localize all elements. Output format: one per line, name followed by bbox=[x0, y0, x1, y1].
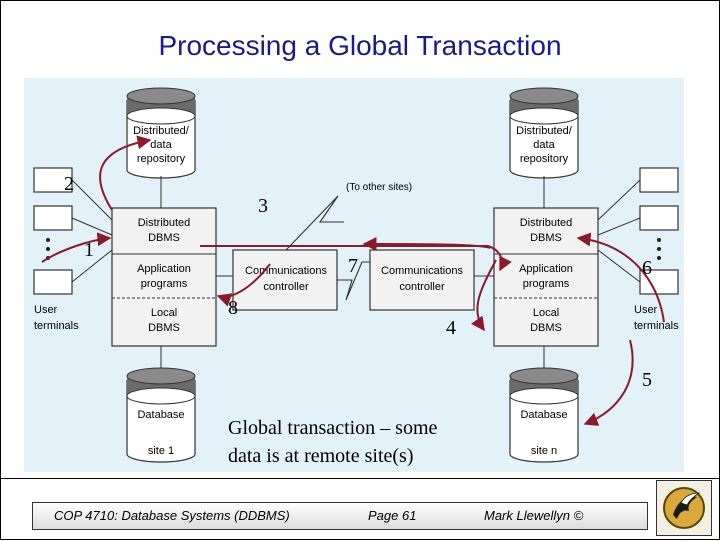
right-dbms-stack: Distributed DBMS Application programs Lo… bbox=[493, 207, 599, 347]
step-label-6: 6 bbox=[642, 257, 652, 279]
step-label-7: 7 bbox=[348, 255, 358, 277]
slide-title: Processing a Global Transaction bbox=[158, 30, 562, 61]
left-distributed-dbms-label-2: DBMS bbox=[148, 232, 180, 244]
right-local-dbms-label-2: DBMS bbox=[530, 322, 562, 334]
left-repo-label-2: data bbox=[150, 139, 172, 151]
ucf-pegasus-logo-icon bbox=[656, 480, 712, 536]
right-app-programs-label-1: Application bbox=[519, 263, 573, 275]
left-app-programs-label-1: Application bbox=[137, 263, 191, 275]
right-comm-label-2: controller bbox=[399, 281, 445, 293]
left-local-dbms-label-2: DBMS bbox=[148, 322, 180, 334]
step-2-arrow bbox=[99, 135, 152, 211]
transaction-step-arrows bbox=[41, 135, 665, 426]
right-repo-label-3: repository bbox=[520, 153, 569, 165]
caption-line-2: data is at remote site(s) bbox=[228, 445, 414, 467]
left-distributed-dbms-label-1: Distributed bbox=[138, 217, 191, 229]
left-repo-label-3: repository bbox=[137, 153, 186, 165]
right-user-terminals: User terminals bbox=[634, 167, 679, 332]
caption-line-1: Global transaction – some bbox=[228, 417, 438, 439]
left-local-dbms-label-1: Local bbox=[151, 307, 177, 319]
left-database-cylinder: Database site 1 bbox=[126, 367, 196, 463]
left-app-programs-label-2: programs bbox=[141, 278, 188, 290]
network-link-between-sites bbox=[337, 261, 370, 301]
footer-bar bbox=[32, 502, 648, 530]
left-database-label-1: Database bbox=[137, 409, 184, 421]
left-repository-cylinder: Distributed/ data repository bbox=[126, 87, 196, 179]
diagram-caption: Global transaction – some data is at rem… bbox=[228, 414, 437, 470]
right-comm-label-1: Communications bbox=[381, 265, 463, 277]
step-label-4: 4 bbox=[446, 317, 456, 339]
step-6-arrow bbox=[576, 232, 665, 323]
left-comm-label-1: Communications bbox=[245, 265, 327, 277]
step-5-arrow bbox=[583, 339, 634, 426]
right-repo-label-1: Distributed/ bbox=[516, 125, 573, 137]
footer-page: Page 61 bbox=[368, 508, 417, 523]
step-4-arrow bbox=[471, 259, 497, 332]
left-database-label-2: site 1 bbox=[148, 445, 174, 457]
right-repo-label-2: data bbox=[533, 139, 555, 151]
step-label-2: 2 bbox=[64, 173, 74, 195]
step-8-arrow bbox=[216, 263, 271, 307]
footer-author: Mark Llewellyn © bbox=[484, 508, 584, 523]
step-label-1: 1 bbox=[84, 239, 94, 261]
left-user-terminals: User terminals bbox=[33, 167, 79, 332]
right-user-terminals-label-2: terminals bbox=[634, 320, 679, 332]
left-comm-controller: Communications controller bbox=[232, 249, 338, 311]
left-dbms-stack: Distributed DBMS Application programs Lo… bbox=[111, 207, 217, 347]
right-database-label-2: site n bbox=[531, 445, 557, 457]
right-app-programs-label-2: programs bbox=[523, 278, 570, 290]
footer bbox=[0, 478, 720, 541]
step-1-arrow bbox=[41, 232, 112, 263]
left-repo-label-1: Distributed/ bbox=[133, 125, 190, 137]
right-database-cylinder: Database site n bbox=[509, 367, 579, 463]
right-comm-controller: Communications controller bbox=[369, 249, 475, 311]
left-comm-label-2: controller bbox=[263, 281, 309, 293]
footer-course: COP 4710: Database Systems (DDBMS) bbox=[54, 508, 290, 523]
step-label-3: 3 bbox=[258, 195, 268, 217]
right-distributed-dbms-label-2: DBMS bbox=[530, 232, 562, 244]
other-sites-label: (To other sites) bbox=[346, 182, 412, 193]
step-label-8: 8 bbox=[228, 297, 238, 319]
right-user-terminals-label-1: User bbox=[634, 304, 658, 316]
right-distributed-dbms-label-1: Distributed bbox=[520, 217, 573, 229]
right-database-label-1: Database bbox=[520, 409, 567, 421]
step-label-5: 5 bbox=[642, 369, 652, 391]
right-repository-cylinder: Distributed/ data repository bbox=[509, 87, 579, 179]
left-user-terminals-label-2: terminals bbox=[34, 320, 79, 332]
step-3-arrow bbox=[200, 245, 512, 272]
step-7-arrow bbox=[362, 237, 491, 252]
left-user-terminals-label-1: User bbox=[34, 304, 58, 316]
right-local-dbms-label-1: Local bbox=[533, 307, 559, 319]
network-link-other-sites bbox=[285, 195, 344, 251]
